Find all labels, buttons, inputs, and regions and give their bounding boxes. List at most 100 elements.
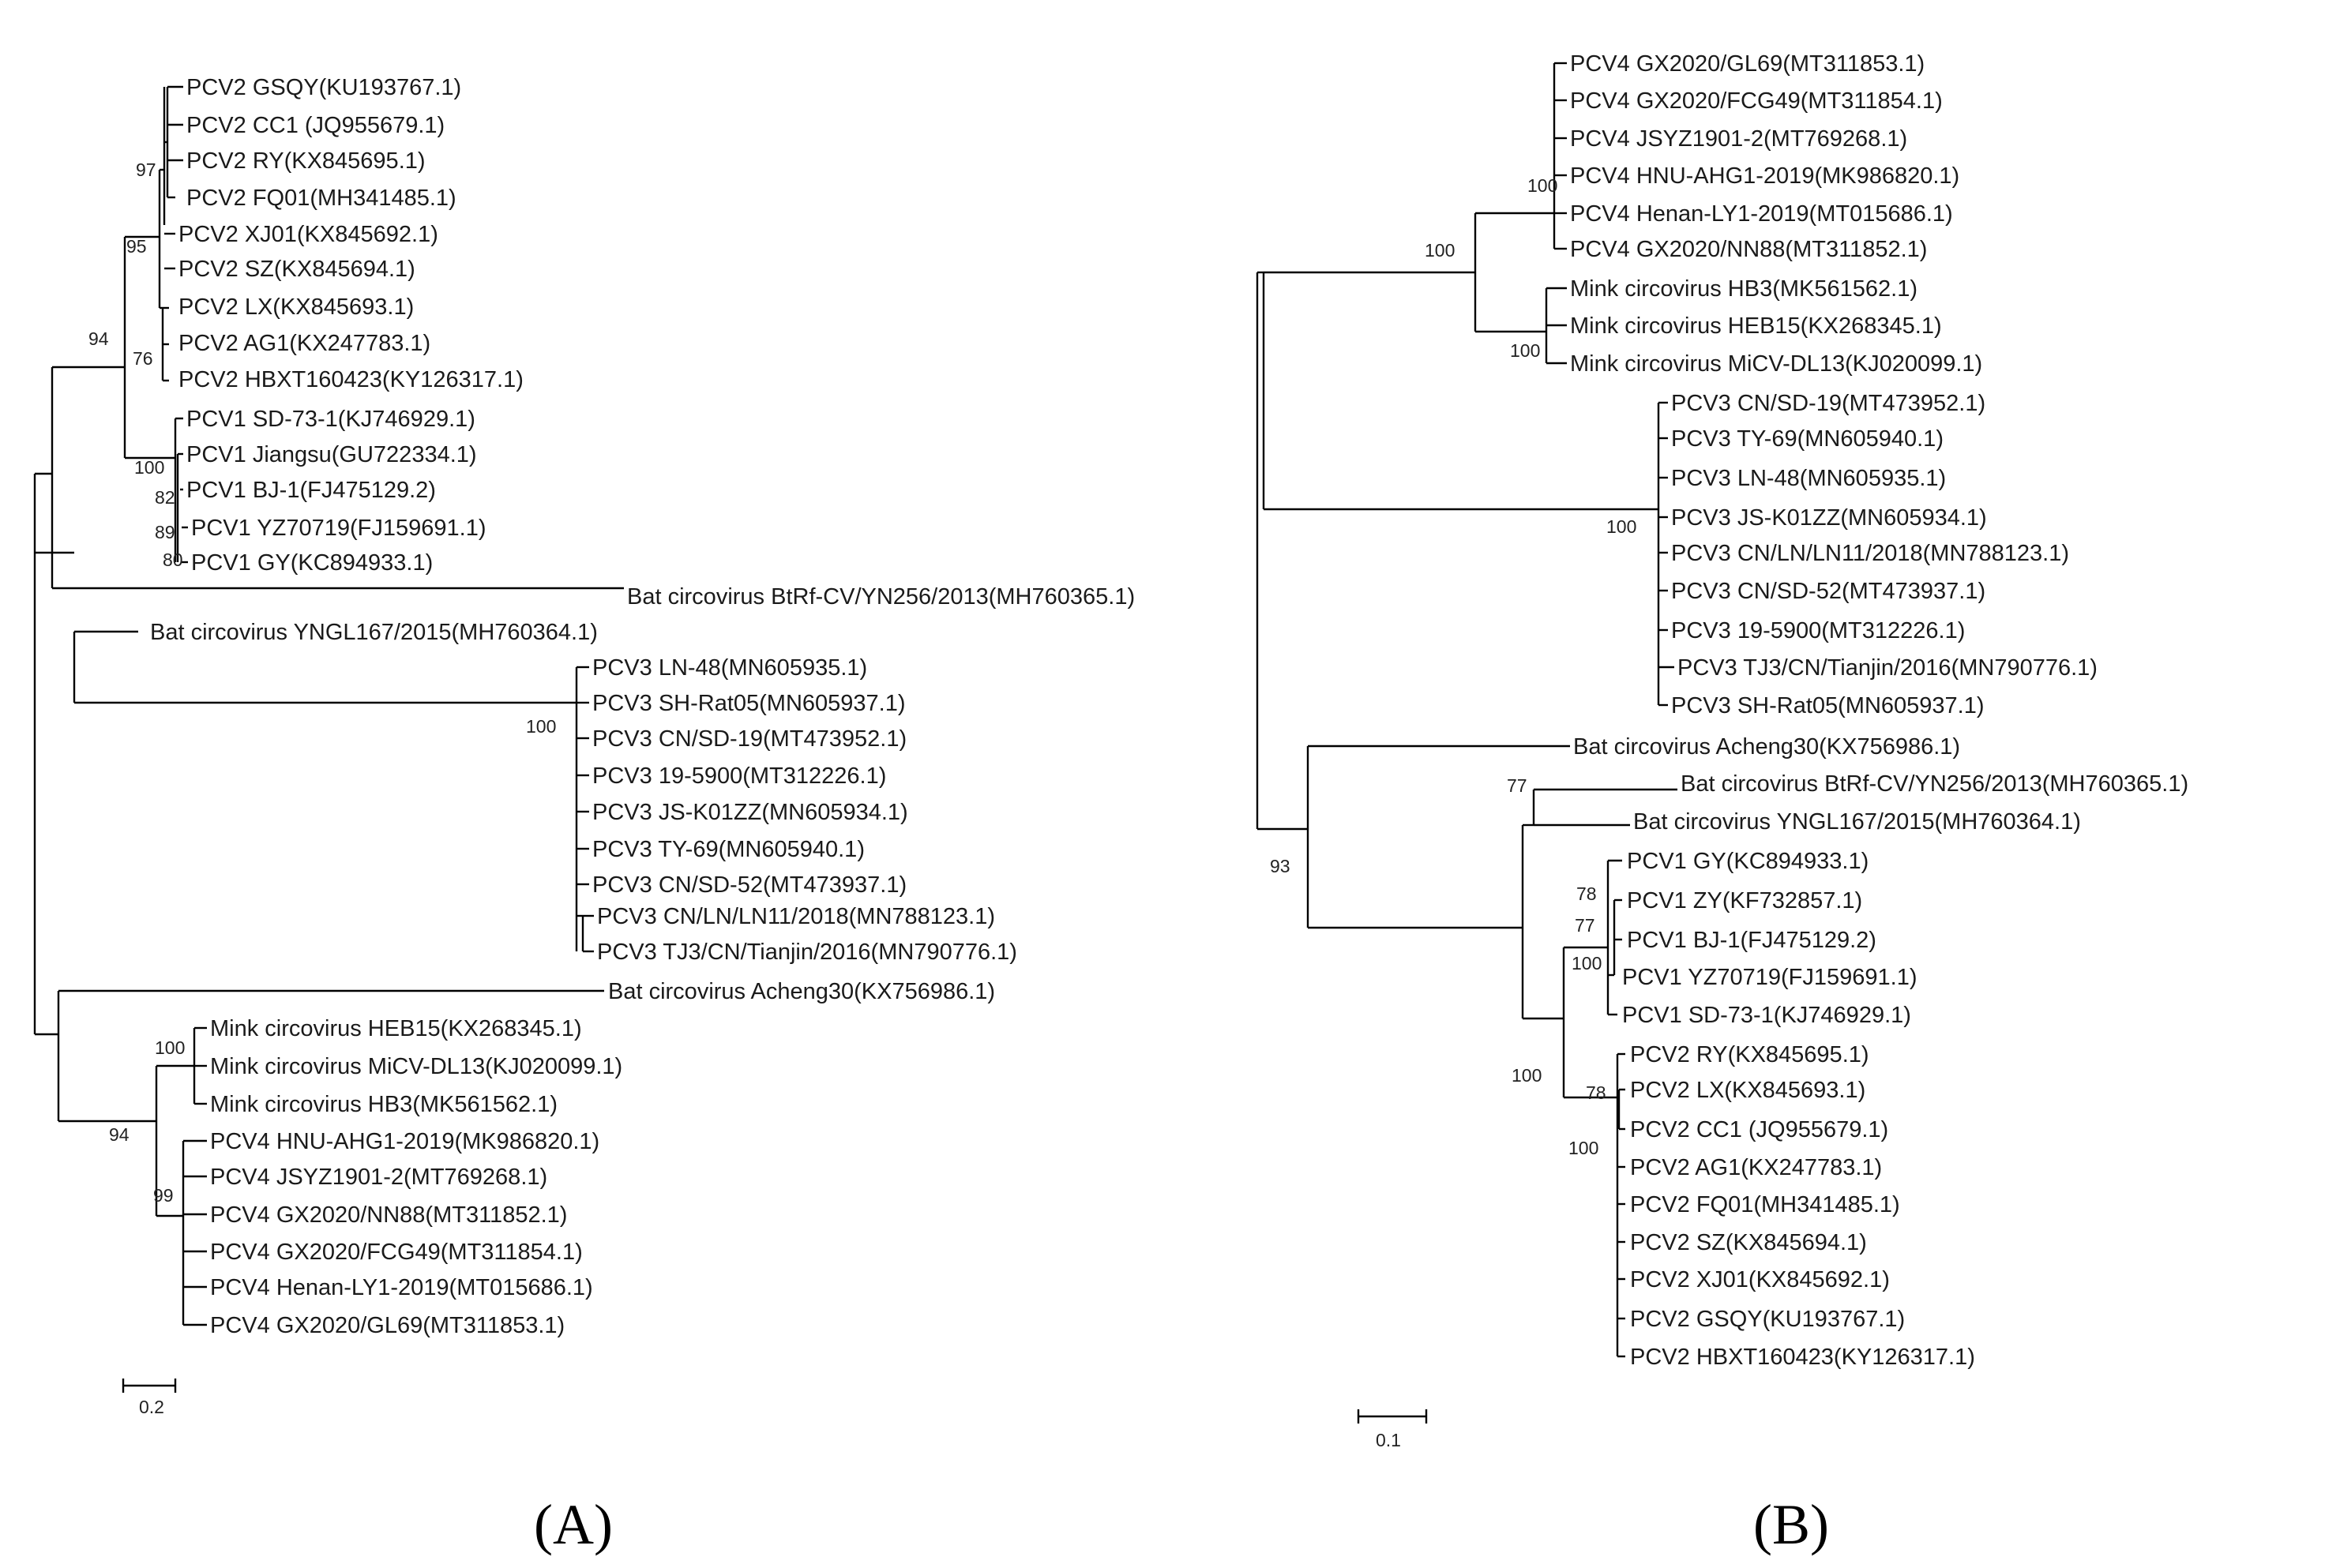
taxon-label: PCV4 HNU-AHG1-2019(MK986820.1) (1570, 163, 1959, 189)
taxon-label: Mink circovirus MiCV-DL13(KJ020099.1) (1570, 351, 1982, 377)
taxon-label: PCV1 ZY(KF732857.1) (1627, 888, 1862, 913)
taxon-label: PCV2 GSQY(KU193767.1) (186, 75, 461, 100)
taxon-label: Bat circovirus YNGL167/2015(MH760364.1) (150, 620, 598, 645)
bootstrap-value: 78 (1586, 1082, 1606, 1103)
taxon-label: PCV3 19-5900(MT312226.1) (1671, 618, 1965, 643)
bootstrap-value: 94 (109, 1124, 130, 1145)
taxon-label: PCV2 SZ(KX845694.1) (1630, 1230, 1867, 1255)
panel-label-b: (B) (1753, 1493, 1829, 1556)
taxon-label: PCV2 CC1 (JQ955679.1) (186, 113, 445, 138)
taxon-label: PCV4 HNU-AHG1-2019(MK986820.1) (210, 1129, 599, 1154)
taxon-label: PCV1 SD-73-1(KJ746929.1) (1622, 1003, 1911, 1028)
taxon-label: PCV4 GX2020/GL69(MT311853.1) (1570, 51, 1925, 77)
taxon-label: PCV2 SZ(KX845694.1) (178, 257, 415, 282)
taxon-label: PCV4 GX2020/FCG49(MT311854.1) (1570, 88, 1943, 114)
taxon-label: PCV3 CN/LN/LN11/2018(MN788123.1) (1671, 541, 2069, 566)
scale-bar-b (1357, 1409, 1428, 1424)
bootstrap-value: 77 (1507, 775, 1527, 796)
taxon-label: PCV2 HBXT160423(KY126317.1) (178, 367, 524, 392)
taxon-label: PCV2 LX(KX845693.1) (178, 294, 414, 320)
bootstrap-value: 100 (1572, 953, 1602, 973)
tree-panel-b: PCV4 GX2020/GL69(MT311853.1) PCV4 GX2020/… (1256, 51, 2188, 1556)
taxon-label: PCV4 JSYZ1901-2(MT769268.1) (210, 1165, 547, 1190)
taxon-label: PCV4 GX2020/NN88(MT311852.1) (210, 1202, 567, 1228)
bootstrap-value: 100 (134, 457, 164, 478)
taxon-label: PCV2 XJ01(KX845692.1) (1630, 1267, 1890, 1292)
taxon-label: PCV4 JSYZ1901-2(MT769268.1) (1570, 126, 1907, 152)
taxon-label: PCV3 LN-48(MN605935.1) (592, 655, 867, 681)
bootstrap-value: 100 (526, 716, 556, 737)
taxon-label: PCV4 GX2020/FCG49(MT311854.1) (210, 1240, 583, 1265)
taxon-label: Bat circovirus Acheng30(KX756986.1) (1573, 734, 1960, 760)
bootstrap-value: 80 (163, 550, 183, 570)
scale-bar-a (122, 1379, 177, 1393)
bootstrap-value: 100 (1510, 340, 1540, 361)
bootstrap-value: 93 (1270, 856, 1290, 876)
taxon-label: PCV1 YZ70719(FJ159691.1) (1622, 965, 1917, 990)
bootstrap-value: 97 (136, 159, 156, 180)
taxon-label: PCV2 RY(KX845695.1) (186, 148, 426, 174)
bootstrap-value: 99 (153, 1185, 174, 1206)
taxon-label: PCV4 Henan-LY1-2019(MT015686.1) (210, 1275, 593, 1300)
taxon-label: PCV2 CC1 (JQ955679.1) (1630, 1117, 1888, 1142)
tree-panel-a: PCV2 GSQY(KU193767.1) PCV2 CC1 (JQ955679.… (33, 75, 1135, 1556)
taxon-label: PCV4 GX2020/GL69(MT311853.1) (210, 1313, 565, 1338)
taxon-label: PCV3 TY-69(MN605940.1) (592, 837, 865, 862)
bootstrap-value: 100 (1512, 1065, 1542, 1086)
taxon-label: PCV3 JS-K01ZZ(MN605934.1) (592, 800, 908, 825)
taxon-label: PCV2 FQ01(MH341485.1) (186, 186, 456, 211)
taxon-label: PCV2 GSQY(KU193767.1) (1630, 1307, 1905, 1332)
panel-label-a: (A) (534, 1493, 613, 1556)
taxon-label: PCV3 CN/SD-52(MT473937.1) (1671, 579, 1985, 604)
taxon-label: PCV2 FQ01(MH341485.1) (1630, 1192, 1900, 1217)
taxon-label: PCV1 BJ-1(FJ475129.2) (1627, 928, 1876, 953)
taxon-label: PCV3 JS-K01ZZ(MN605934.1) (1671, 505, 1987, 531)
bootstrap-value: 95 (126, 236, 147, 257)
taxon-label: PCV2 AG1(KX247783.1) (1630, 1155, 1882, 1180)
bootstrap-value: 100 (155, 1037, 185, 1058)
taxon-label: PCV1 GY(KC894933.1) (1627, 849, 1869, 874)
taxon-label: PCV3 SH-Rat05(MN605937.1) (1671, 693, 1985, 718)
scale-label-a: 0.2 (139, 1397, 164, 1417)
taxon-label: Bat circovirus Acheng30(KX756986.1) (608, 979, 995, 1004)
bootstrap-value: 78 (1576, 883, 1597, 904)
taxon-label: PCV2 LX(KX845693.1) (1630, 1078, 1865, 1103)
taxon-label: PCV3 19-5900(MT312226.1) (592, 763, 886, 789)
taxon-label: PCV1 BJ-1(FJ475129.2) (186, 478, 436, 503)
bootstrap-value: 100 (1425, 240, 1455, 261)
taxon-label: PCV3 TJ3/CN/Tianjin/2016(MN790776.1) (1677, 655, 2098, 681)
taxon-label: PCV2 XJ01(KX845692.1) (178, 222, 438, 247)
taxon-label: PCV4 Henan-LY1-2019(MT015686.1) (1570, 201, 1953, 227)
taxon-label: PCV1 Jiangsu(GU722334.1) (186, 442, 477, 467)
taxon-label: Bat circovirus BtRf-CV/YN256/2013(MH7603… (1681, 771, 2188, 797)
bootstrap-value: 82 (155, 487, 175, 508)
bootstrap-value: 100 (1568, 1138, 1598, 1158)
taxon-label: Mink circovirus HB3(MK561562.1) (1570, 276, 1917, 302)
taxon-label: PCV3 TJ3/CN/Tianjin/2016(MN790776.1) (597, 940, 1017, 965)
taxon-label: PCV1 SD-73-1(KJ746929.1) (186, 407, 475, 432)
bootstrap-value: 76 (133, 348, 153, 369)
taxon-label: PCV3 SH-Rat05(MN605937.1) (592, 691, 906, 716)
scale-label-b: 0.1 (1376, 1430, 1401, 1450)
taxon-label: PCV3 CN/SD-19(MT473952.1) (1671, 391, 1985, 416)
tree-b-branches (1256, 62, 1677, 1358)
taxon-label: PCV3 TY-69(MN605940.1) (1671, 426, 1944, 452)
bootstrap-value: 94 (88, 328, 109, 349)
bootstrap-value: 77 (1575, 915, 1595, 936)
taxon-label: PCV2 RY(KX845695.1) (1630, 1042, 1869, 1067)
taxon-label: PCV3 CN/SD-52(MT473937.1) (592, 872, 907, 898)
taxon-label: Mink circovirus HB3(MK561562.1) (210, 1092, 558, 1117)
bootstrap-value: 89 (155, 522, 175, 542)
taxon-label: PCV1 YZ70719(FJ159691.1) (191, 516, 486, 541)
taxon-label: Bat circovirus YNGL167/2015(MH760364.1) (1633, 809, 2081, 835)
bootstrap-value: 100 (1606, 516, 1636, 537)
bootstrap-value: 100 (1527, 175, 1557, 196)
taxon-label: PCV3 CN/LN/LN11/2018(MN788123.1) (597, 904, 995, 929)
taxon-label: PCV1 GY(KC894933.1) (191, 550, 433, 576)
taxon-label: PCV3 CN/SD-19(MT473952.1) (592, 726, 907, 752)
tree-a-branches (33, 85, 624, 1326)
taxon-label: PCV3 LN-48(MN605935.1) (1671, 466, 1946, 491)
taxon-label: Mink circovirus HEB15(KX268345.1) (1570, 313, 1942, 339)
taxon-label: Mink circovirus MiCV-DL13(KJ020099.1) (210, 1054, 622, 1079)
